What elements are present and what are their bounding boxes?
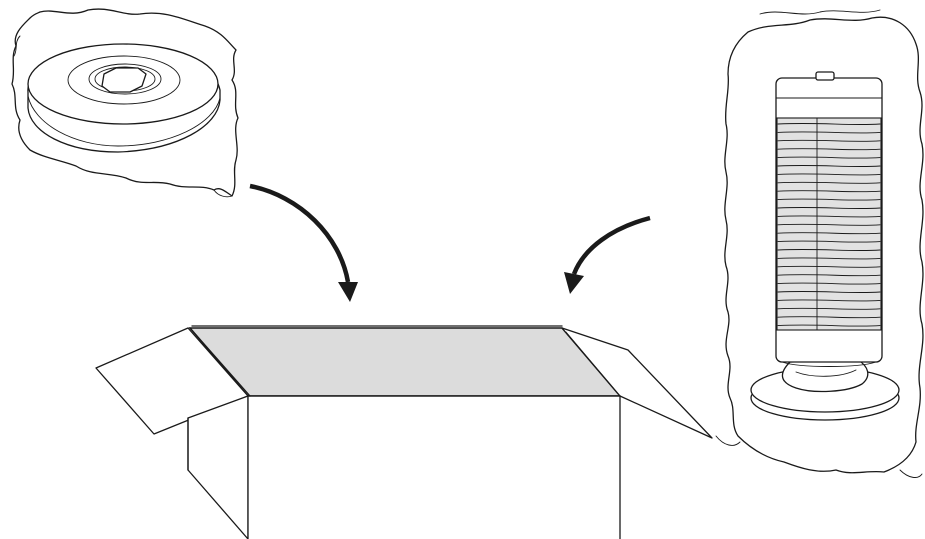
grille-slat (777, 274, 881, 277)
box-left-side (187, 395, 249, 539)
grille-slat (777, 131, 881, 134)
heater-grille-slats (777, 122, 881, 327)
grille-slat (777, 324, 881, 327)
arrow-disc-into-box (249, 183, 358, 302)
grille-slat (777, 181, 881, 184)
grille-slat (777, 240, 881, 243)
grille-slat (777, 173, 881, 176)
grille-slat (777, 122, 881, 126)
grille-slat (777, 164, 881, 168)
box-left-flap (95, 327, 249, 435)
grille-slat (777, 148, 881, 151)
grille-slat (777, 307, 881, 310)
wrapping-cloth-heater (724, 16, 924, 474)
grille-slat (777, 139, 881, 142)
grille-slat (777, 290, 881, 294)
heater-top-knob (815, 71, 835, 81)
grille-slat (777, 190, 881, 193)
grille-slat (777, 156, 881, 159)
grille-slat (777, 257, 881, 260)
grille-slat (777, 282, 881, 285)
wrapped-tower-heater (715, 9, 924, 478)
grille-slat (777, 232, 881, 235)
box-front-panel (247, 395, 621, 539)
grille-slat (777, 316, 881, 319)
disc-center-hub (101, 67, 147, 93)
grille-slat (777, 198, 881, 201)
wrapped-base-disc (11, 8, 239, 198)
grille-slat (777, 299, 881, 302)
grille-slat (777, 223, 881, 226)
heater-neck (781, 359, 869, 393)
grille-slat (777, 215, 881, 218)
box-opening (188, 327, 622, 397)
open-cardboard-box (95, 325, 713, 539)
grille-slat (777, 265, 881, 268)
grille-slat (777, 206, 881, 210)
grille-slat (777, 248, 881, 252)
arrow-heater-into-box (564, 215, 651, 294)
